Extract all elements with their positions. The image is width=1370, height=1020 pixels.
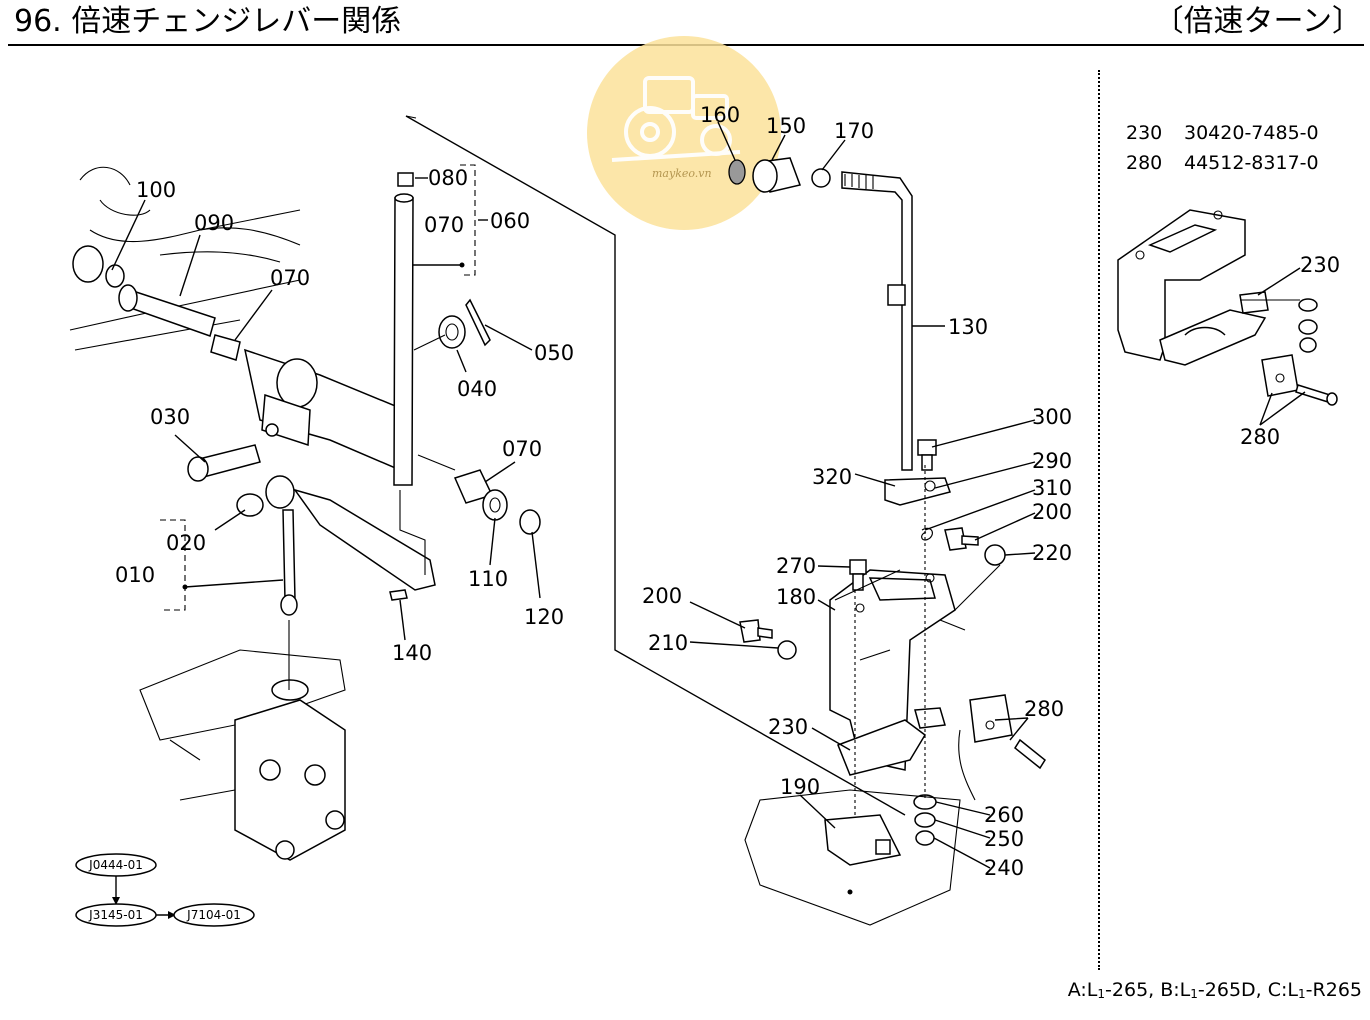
callout-230: 230 [768, 715, 808, 739]
left-assembly [69, 115, 906, 861]
callout-010: 010 [115, 563, 155, 587]
reference-flow: J0444-01 J3145-01 J7104-01 [75, 853, 255, 927]
callout-labels: 100 090 070 080 070 060 050 040 030 070 … [115, 103, 1340, 880]
callout-080: 080 [428, 166, 468, 190]
callout-220: 220 [1032, 541, 1072, 565]
leader-lines-inset [1257, 267, 1306, 426]
callout-290: 290 [1032, 449, 1072, 473]
parts-list-ref: 280 [1126, 152, 1162, 174]
callout-150: 150 [766, 114, 806, 138]
callout-090: 090 [194, 211, 234, 235]
callout-050: 050 [534, 341, 574, 365]
callout-190: 190 [780, 775, 820, 799]
tractor-logo-icon [611, 76, 741, 162]
center-assembly [728, 157, 1046, 926]
callout-250: 250 [984, 827, 1024, 851]
model-a: A:L1-265, [1067, 979, 1155, 1001]
model-b: B:L1-265D, [1160, 979, 1262, 1001]
callout-020: 020 [166, 531, 206, 555]
callout-120: 120 [524, 605, 564, 629]
callout-320: 320 [812, 465, 852, 489]
callout-140: 140 [392, 641, 432, 665]
parts-list: 230 30420-7485-0 280 44512-8317-0 [1126, 122, 1319, 174]
watermark-text: maykeo.vn [652, 167, 712, 180]
panel-separator [1098, 70, 1100, 970]
callout-070: 070 [502, 437, 542, 461]
callout-160: 160 [700, 103, 740, 127]
leader-lines-left [111, 177, 541, 641]
callout-040: 040 [457, 377, 497, 401]
inset-assembly [1117, 209, 1338, 406]
callout-070: 070 [270, 266, 310, 290]
callout-300: 300 [1032, 405, 1072, 429]
watermark: maykeo.vn [587, 36, 781, 230]
callout-310: 310 [1032, 476, 1072, 500]
ref-code-j0444: J0444-01 [88, 858, 143, 872]
callout-200: 200 [1032, 500, 1072, 524]
callout-060: 060 [490, 209, 530, 233]
page-title: 96. 倍速チェンジレバー関係 [14, 4, 402, 39]
leader-lines-center [689, 121, 1036, 869]
callout-100: 100 [136, 178, 176, 202]
callout-280: 280 [1024, 697, 1064, 721]
parts-list-ref: 230 [1126, 122, 1162, 144]
model-applicability: A:L1-265, B:L1-265D, C:L1-R265 [1068, 978, 1362, 1006]
callout-110: 110 [468, 567, 508, 591]
callout-230: 230 [1300, 253, 1340, 277]
callout-240: 240 [984, 856, 1024, 880]
callout-280: 280 [1240, 425, 1280, 449]
callout-270: 270 [776, 554, 816, 578]
callout-180: 180 [776, 585, 816, 609]
model-c: C:L1-R265 [1267, 979, 1362, 1001]
callout-130: 130 [948, 315, 988, 339]
parts-list-number: 44512-8317-0 [1184, 152, 1319, 174]
section-label: 〔倍速ターン〕 [1153, 4, 1363, 39]
callout-030: 030 [150, 405, 190, 429]
callout-070: 070 [424, 213, 464, 237]
callout-210: 210 [648, 631, 688, 655]
callout-200: 200 [642, 584, 682, 608]
callout-170: 170 [834, 119, 874, 143]
parts-list-number: 30420-7485-0 [1184, 122, 1319, 144]
ref-code-j7104: J7104-01 [186, 908, 241, 922]
ref-code-j3145: J3145-01 [88, 908, 143, 922]
callout-260: 260 [984, 803, 1024, 827]
